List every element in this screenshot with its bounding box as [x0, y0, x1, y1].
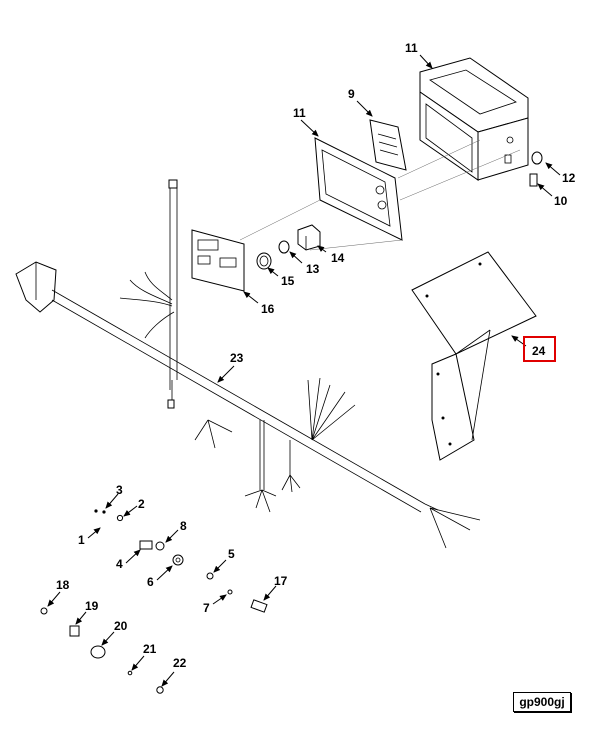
callout-21: 21	[143, 642, 157, 656]
callout-13: 13	[306, 262, 320, 276]
callout-15: 15	[281, 274, 295, 288]
callout-5: 5	[228, 547, 235, 561]
callout-12: 12	[562, 171, 576, 185]
connector-10	[529, 173, 538, 187]
wire-harness	[15, 179, 481, 549]
callout-11-enclosure: 11	[405, 41, 418, 55]
callout-18: 18	[56, 578, 70, 592]
callout-19: 19	[85, 599, 99, 613]
callout-17: 17	[274, 574, 288, 588]
small-hardware	[40, 509, 268, 694]
callout-23: 23	[230, 351, 244, 365]
callout-11-bezel: 11	[293, 106, 306, 120]
callout-8: 8	[180, 519, 187, 533]
callout-16: 16	[261, 302, 275, 316]
callout-24: 24	[532, 344, 546, 358]
callout-1: 1	[78, 533, 85, 547]
callout-22: 22	[173, 656, 187, 670]
callout-20: 20	[114, 619, 128, 633]
grommet-12	[531, 151, 543, 165]
mounting-bracket	[411, 251, 537, 461]
knob-13	[278, 240, 290, 254]
callout-6: 6	[147, 575, 154, 589]
knob-15	[256, 252, 272, 270]
figure-id-label: gp900gj	[513, 692, 571, 712]
callout-14: 14	[331, 251, 345, 265]
enclosure-box	[419, 57, 529, 181]
callout-3: 3	[116, 483, 123, 497]
callout-4: 4	[116, 557, 123, 571]
label-plate	[369, 119, 407, 171]
callout-10: 10	[554, 194, 568, 208]
relay-module-14	[297, 224, 321, 251]
callout-7: 7	[203, 601, 210, 615]
callout-9: 9	[348, 87, 355, 101]
callout-24-highlight-box	[523, 336, 556, 362]
callout-2: 2	[138, 497, 145, 511]
control-panel-16	[191, 229, 245, 292]
projection-lines	[239, 139, 521, 251]
